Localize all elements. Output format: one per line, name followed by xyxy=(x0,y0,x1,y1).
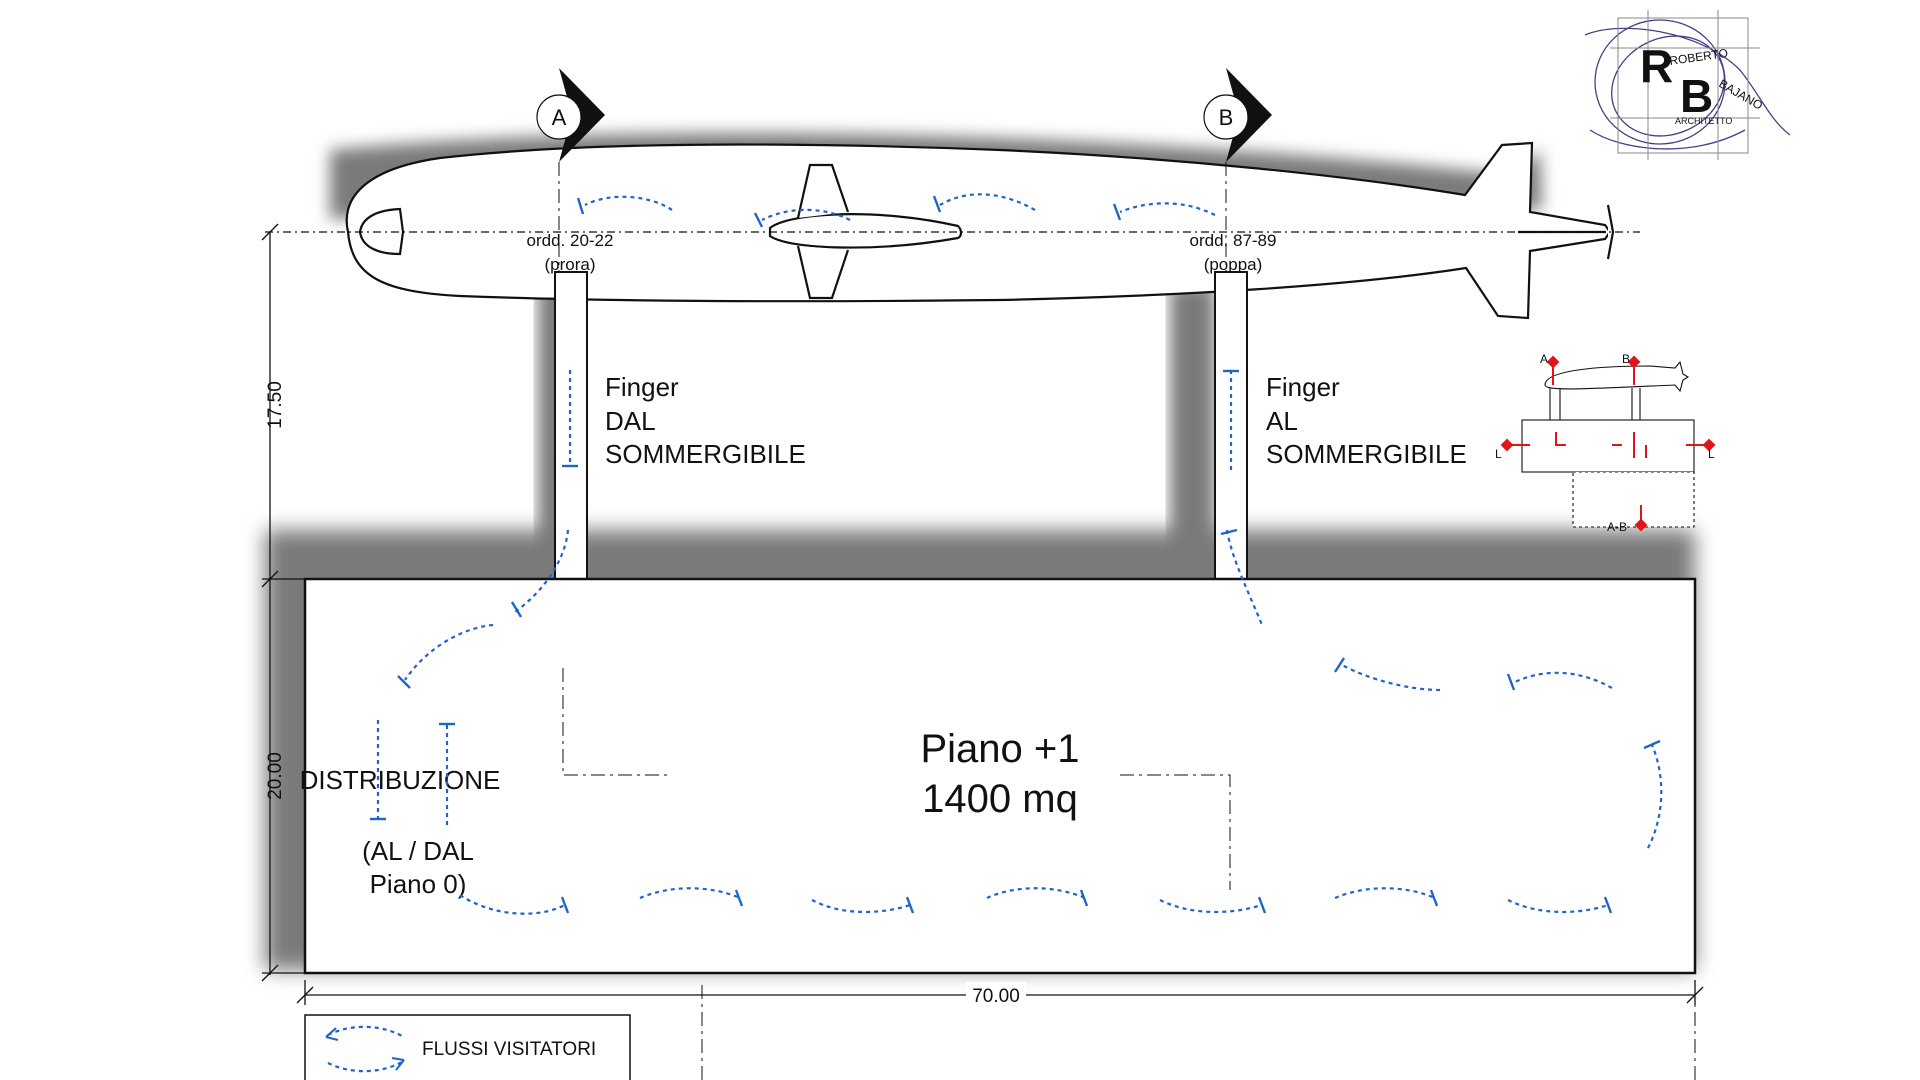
logo-line1: ROBERTO xyxy=(1668,46,1728,68)
finger-left-line1: Finger xyxy=(605,372,679,402)
flow-arrow xyxy=(584,195,673,211)
tower-fin-bottom xyxy=(796,245,850,300)
finger-right-line3: SOMMERGIBILE xyxy=(1266,439,1467,469)
conning-tower xyxy=(768,213,963,249)
flow-arrow xyxy=(1334,887,1436,900)
flow-arrow xyxy=(1159,899,1263,914)
finger-right-line2: AL xyxy=(1266,406,1298,436)
dimension-height-lower: 20.00 xyxy=(265,752,286,800)
legend-box xyxy=(304,1014,631,1080)
dimension-width-bg xyxy=(966,982,1026,1004)
finger-right-shadow xyxy=(1170,285,1215,575)
flow-arrow xyxy=(1119,202,1216,216)
legend-label: FLUSSI VISITATORI xyxy=(422,1039,596,1060)
key-plan-b: B xyxy=(1622,352,1630,366)
finger-right-line1: Finger xyxy=(1266,372,1340,402)
flow-arrow xyxy=(514,529,570,613)
flow-arrow xyxy=(811,899,911,914)
finger-left-line3: SOMMERGIBILE xyxy=(605,439,806,469)
flow-arrow xyxy=(459,894,566,915)
tower-fin-top xyxy=(796,163,850,219)
key-plan-ab: A-B xyxy=(1607,520,1627,534)
section-marker-a-label: A xyxy=(552,105,567,130)
logo-initial-r: R xyxy=(1640,40,1673,92)
floor-centerlines xyxy=(562,668,1696,1080)
key-plan-lower-block xyxy=(1572,471,1695,528)
architect-logo: R B ROBERTO BAJANO ARCHITETTO xyxy=(1584,10,1791,160)
flow-arrow xyxy=(1647,744,1663,849)
logo-initial-b: B xyxy=(1680,70,1713,122)
flow-arrow xyxy=(1507,899,1609,914)
submarine-hull-outline xyxy=(345,141,1615,320)
finger-left-line2: DAL xyxy=(605,406,656,436)
bow-frame-sub: (prora) xyxy=(544,255,595,274)
dimension-width: 70.00 xyxy=(972,986,1020,1007)
stern-frame-label: ordd. 87-89 xyxy=(1190,231,1277,250)
flow-arrow xyxy=(1341,664,1441,692)
key-plan-a: A xyxy=(1540,352,1548,366)
section-marker-b-label: B xyxy=(1219,105,1234,130)
flow-arrow xyxy=(1225,529,1264,626)
key-plan xyxy=(1521,360,1695,528)
finger-left xyxy=(554,271,588,580)
visitor-flow-arrows xyxy=(370,193,1663,915)
building-floor-outline xyxy=(303,577,1697,975)
floor-area: 1400 mq xyxy=(922,777,1078,821)
stern-frame-sub: (poppa) xyxy=(1204,255,1263,274)
bow-frame-label: ordd. 20-22 xyxy=(527,231,614,250)
flow-arrow xyxy=(761,208,851,221)
finger-right xyxy=(1214,271,1248,580)
flow-arrow xyxy=(986,887,1086,900)
logo-line3: ARCHITETTO xyxy=(1675,116,1732,126)
distribution-title: DISTRIBUZIONE xyxy=(300,765,501,795)
floor-name: Piano +1 xyxy=(920,727,1079,771)
key-plan-l-right: L xyxy=(1708,447,1715,461)
flow-arrow xyxy=(639,887,741,900)
key-plan-markers xyxy=(1500,355,1716,532)
flow-arrow xyxy=(404,623,494,681)
key-plan-upper-block xyxy=(1521,419,1695,473)
flow-arrow xyxy=(1514,671,1613,689)
flow-arrow xyxy=(939,193,1036,211)
dimension-vertical xyxy=(261,223,305,982)
key-plan-submarine xyxy=(1544,360,1690,393)
key-plan-l-left: L xyxy=(1495,447,1502,461)
distribution-line2: (AL / DAL xyxy=(362,836,474,866)
distribution-line3: Piano 0) xyxy=(370,869,467,899)
dimension-height-upper: 17.50 xyxy=(265,381,286,429)
legend: FLUSSI VISITATORI xyxy=(304,1014,631,1080)
